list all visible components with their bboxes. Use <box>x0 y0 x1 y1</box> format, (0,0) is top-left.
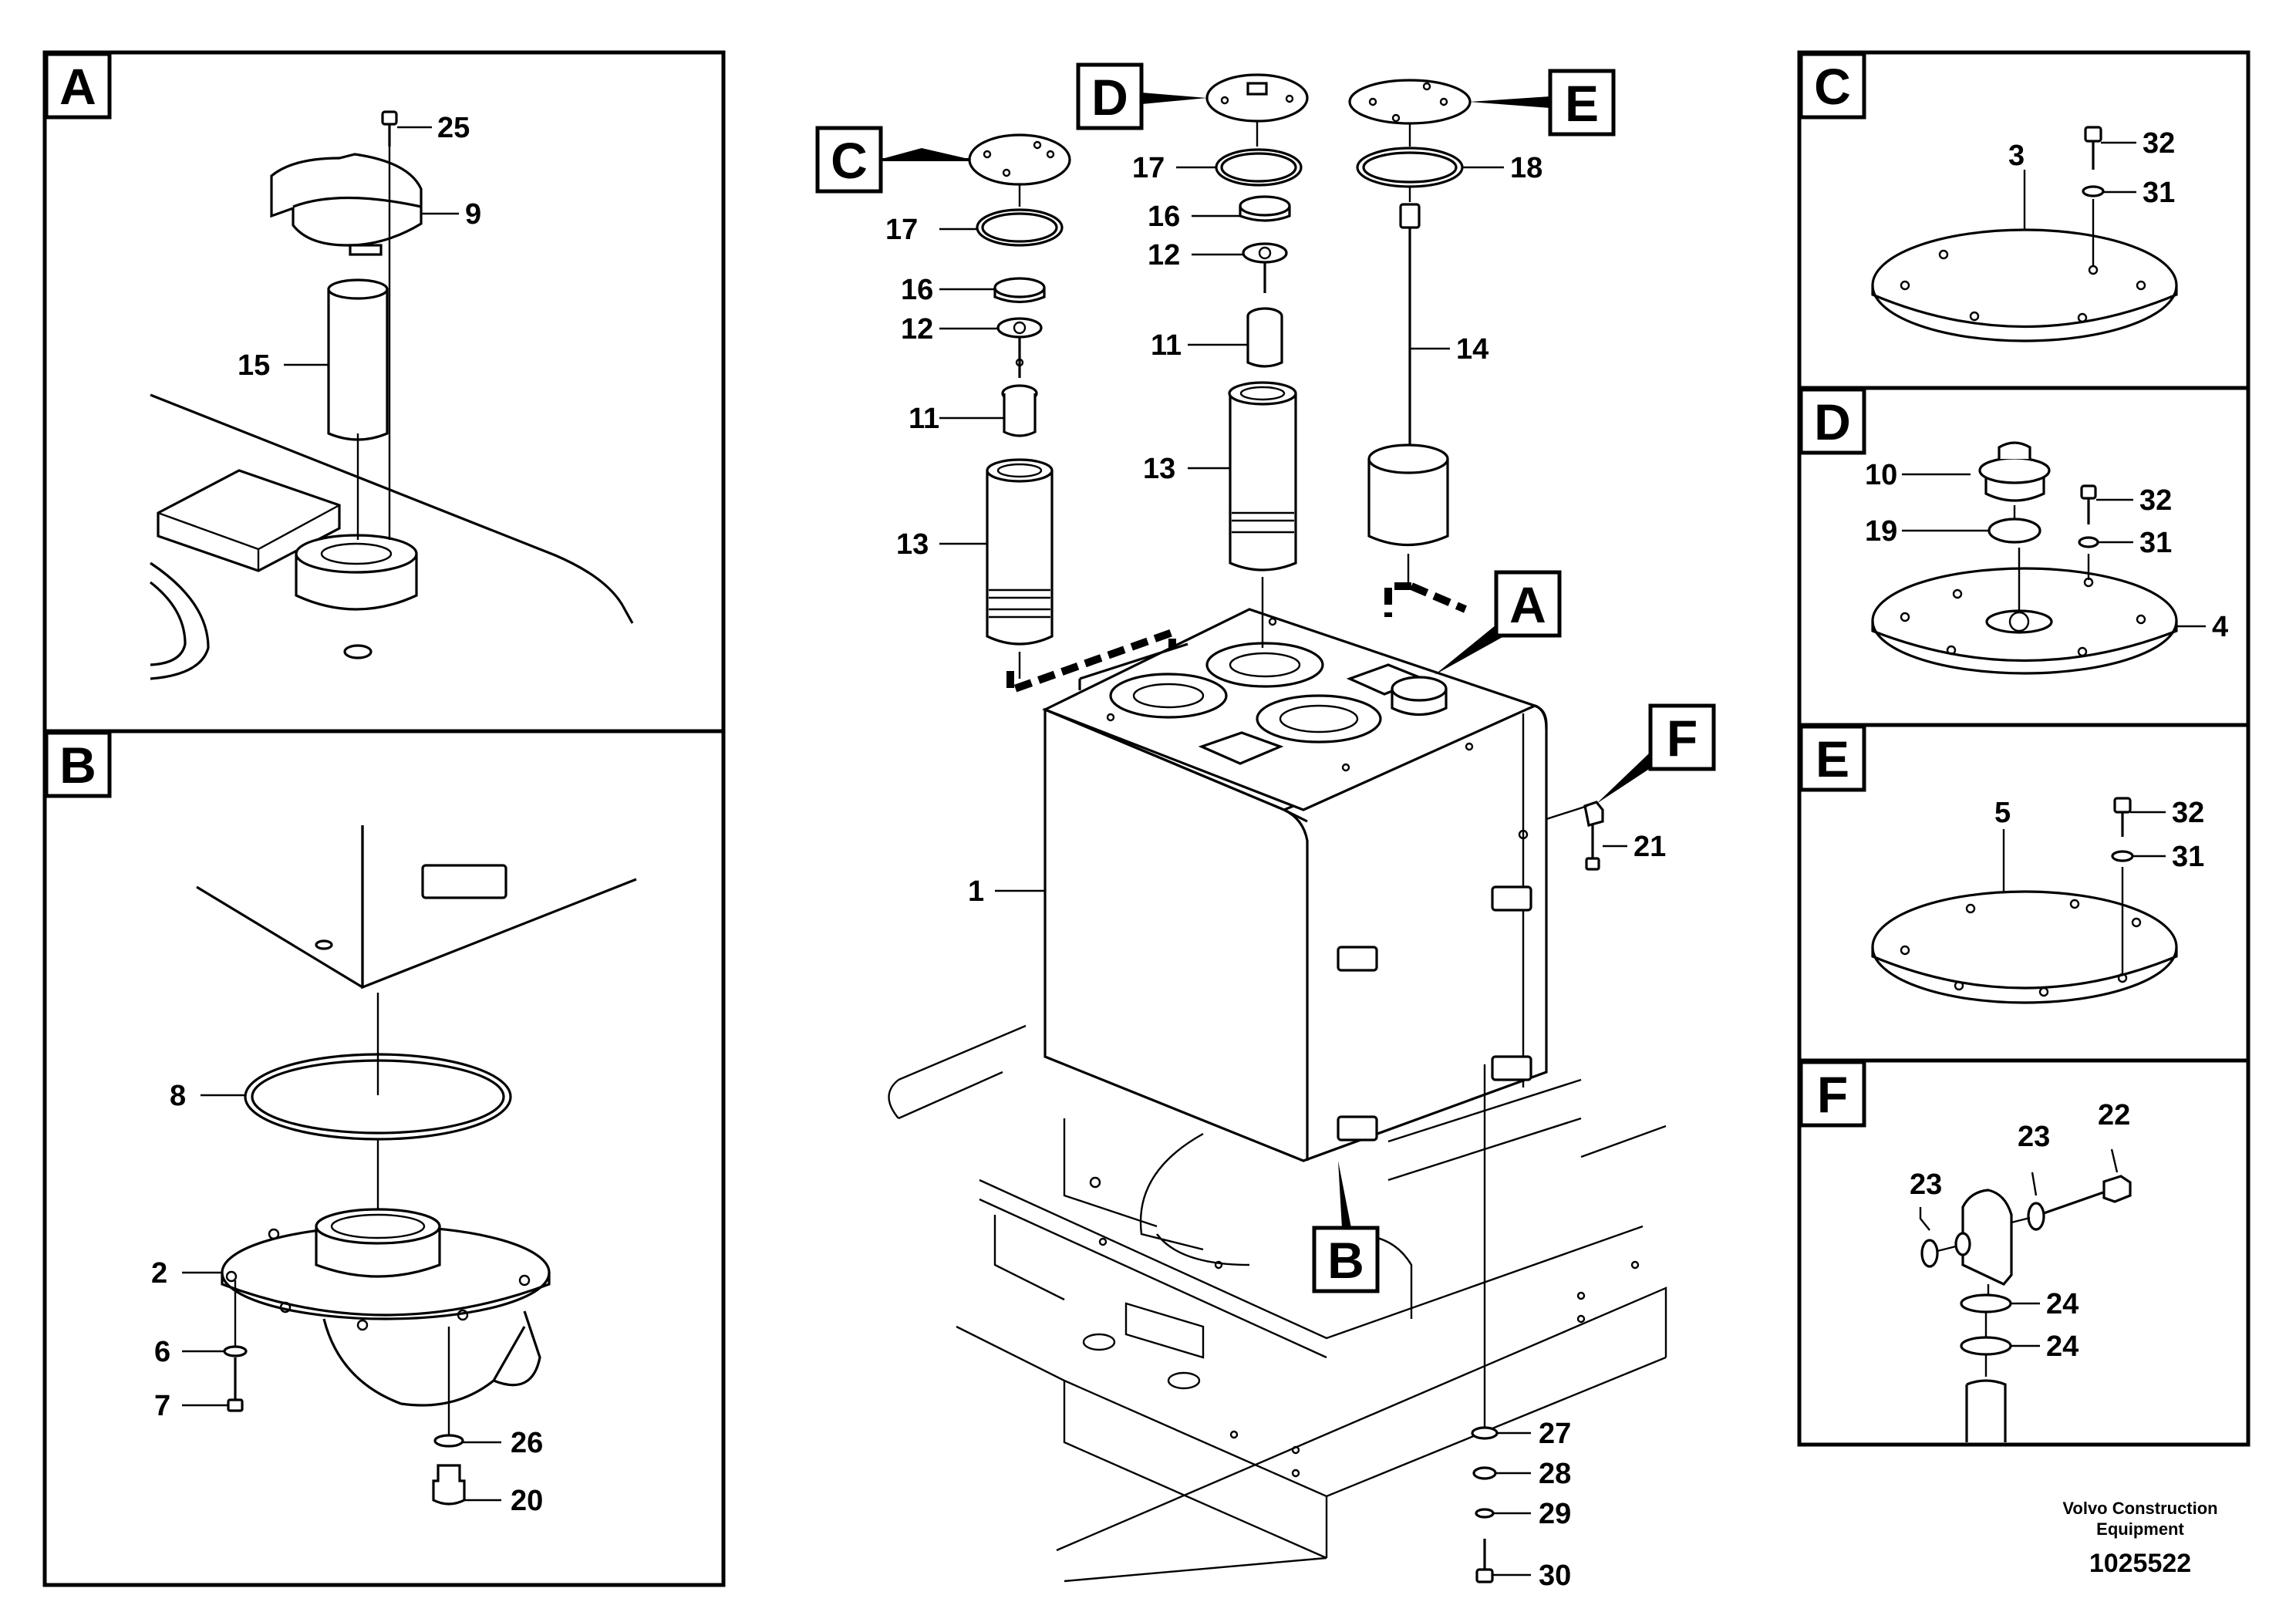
panel-B-frame <box>42 729 726 1587</box>
part-6: 6 <box>154 1336 170 1368</box>
part-9: 9 <box>465 198 481 231</box>
part-4: 4 <box>2212 611 2228 643</box>
panel-D-tag: D <box>1799 387 1866 455</box>
panel-A-drawing <box>150 110 634 680</box>
panel-A-tag: A <box>44 52 112 120</box>
part-32-E: 32 <box>2172 797 2204 829</box>
svg-text:B: B <box>1327 1232 1364 1289</box>
part-15: 15 <box>238 349 270 382</box>
part-30: 30 <box>1539 1560 1571 1592</box>
panel-C-tag: C <box>1799 52 1866 120</box>
svg-text:A: A <box>1509 576 1546 633</box>
panel-F-drawing <box>1919 1148 2132 1442</box>
part-13-mid: 13 <box>1143 453 1175 485</box>
panel-E-tag: E <box>1799 724 1866 792</box>
panel-B-drawing <box>182 825 637 1506</box>
panel-C-drawing <box>1871 126 2178 342</box>
svg-text:C: C <box>831 132 868 189</box>
callout-E: E <box>1469 69 1616 137</box>
part-11-left: 11 <box>909 403 939 435</box>
hydraulic-tank-drawing <box>888 73 1667 1583</box>
panel-E-drawing <box>1871 797 2178 1004</box>
part-18: 18 <box>1510 152 1542 184</box>
part-12-left: 12 <box>901 313 933 346</box>
part-3: 3 <box>2008 140 2025 172</box>
part-22: 22 <box>2098 1099 2130 1131</box>
part-32-D: 32 <box>2139 484 2172 517</box>
part-26: 26 <box>511 1427 543 1459</box>
part-25: 25 <box>437 112 470 144</box>
part-32-C: 32 <box>2143 127 2175 160</box>
part-5: 5 <box>1994 797 2011 829</box>
company-line-2: Equipment <box>2096 1519 2184 1539</box>
part-23-left: 23 <box>1910 1168 1942 1201</box>
svg-text:E: E <box>1565 75 1599 132</box>
part-31-C: 31 <box>2143 177 2175 209</box>
callout-D: D <box>1076 62 1207 130</box>
panel-B-tag: B <box>44 730 112 798</box>
part-8: 8 <box>170 1080 186 1112</box>
callout-F: F <box>1596 703 1716 804</box>
part-10: 10 <box>1865 459 1897 491</box>
part-11-mid: 11 <box>1151 329 1182 362</box>
part-31-E: 31 <box>2172 841 2204 873</box>
panel-F-tag: F <box>1799 1060 1866 1128</box>
part-28: 28 <box>1539 1458 1571 1490</box>
drawing-number: 1025522 <box>2089 1549 2191 1578</box>
svg-text:F: F <box>1667 710 1698 767</box>
svg-text:B: B <box>59 737 96 794</box>
part-27: 27 <box>1539 1418 1571 1450</box>
company-line-1: Volvo Construction <box>2062 1499 2217 1518</box>
part-24-lower: 24 <box>2046 1330 2079 1363</box>
part-23-right: 23 <box>2018 1121 2050 1153</box>
part-13-left: 13 <box>896 528 929 561</box>
panel-D-drawing <box>1871 441 2206 675</box>
svg-text:D: D <box>1814 393 1851 450</box>
part-31-D: 31 <box>2139 527 2172 559</box>
svg-text:D: D <box>1091 69 1128 126</box>
part-20: 20 <box>511 1485 543 1517</box>
part-21: 21 <box>1633 831 1666 863</box>
part-14: 14 <box>1456 333 1489 366</box>
svg-text:C: C <box>1814 58 1851 115</box>
svg-text:E: E <box>1816 730 1849 787</box>
part-24-upper: 24 <box>2046 1288 2079 1320</box>
part-16-mid: 16 <box>1148 201 1180 233</box>
callout-B: B <box>1312 1161 1380 1293</box>
callout-C: C <box>815 126 972 194</box>
part-1: 1 <box>968 875 984 908</box>
part-7: 7 <box>154 1390 170 1422</box>
svg-text:F: F <box>1817 1066 1848 1123</box>
part-19: 19 <box>1865 515 1897 548</box>
part-17-left: 17 <box>885 214 918 246</box>
part-29: 29 <box>1539 1498 1571 1530</box>
part-16-left: 16 <box>901 274 933 306</box>
svg-text:A: A <box>59 58 96 115</box>
part-2: 2 <box>151 1257 167 1290</box>
callout-A: A <box>1435 570 1562 675</box>
part-17-mid: 17 <box>1132 152 1165 184</box>
part-12-mid: 12 <box>1148 239 1180 271</box>
